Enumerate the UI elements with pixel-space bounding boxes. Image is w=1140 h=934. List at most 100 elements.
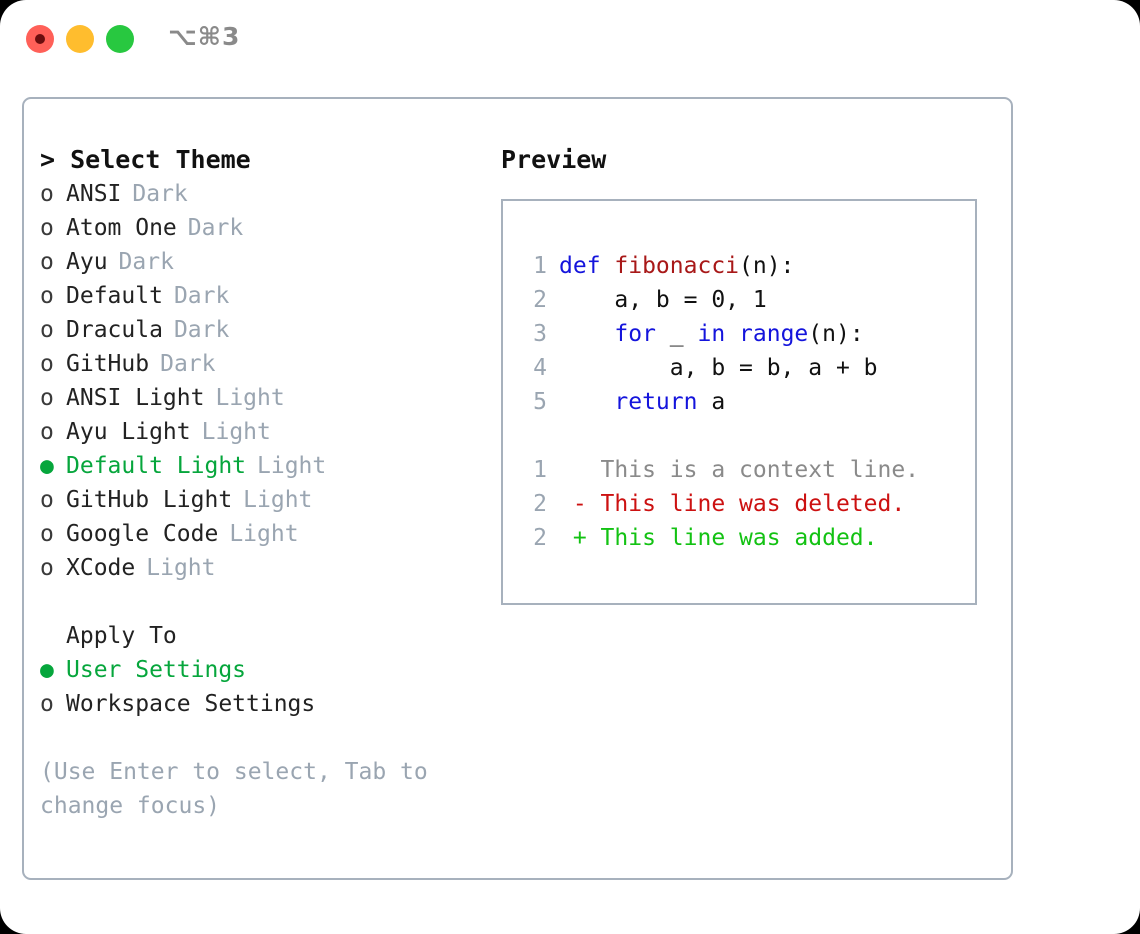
apply-to-option[interactable]: ● User Settings — [40, 653, 490, 687]
code-line: 2 a, b = 0, 1 — [513, 283, 969, 317]
diff-text: This is a context line. — [559, 457, 920, 483]
theme-name: Ayu — [66, 249, 108, 275]
radio-unselected-icon[interactable]: o — [40, 419, 54, 445]
apply-to-option[interactable]: o Workspace Settings — [40, 687, 490, 721]
theme-category-label: Dark — [173, 283, 230, 309]
line-number: 5 — [533, 389, 547, 415]
radio-selected-icon[interactable]: ● — [40, 453, 54, 479]
code-token: return — [614, 389, 698, 415]
theme-category-label: Light — [229, 521, 299, 547]
maximize-button[interactable] — [106, 25, 134, 53]
code-line: 3 for _ in range(n): — [513, 317, 969, 351]
theme-list-item[interactable]: o Google Code Light — [40, 517, 490, 551]
theme-category-label: Dark — [160, 351, 216, 377]
theme-category-label: Dark — [118, 249, 174, 275]
theme-category-label: Light — [243, 487, 313, 513]
theme-name: XCode — [66, 555, 136, 581]
line-number: 4 — [533, 355, 547, 381]
code-token: (n): — [808, 321, 864, 347]
radio-unselected-icon[interactable]: o — [40, 283, 54, 309]
diff-text: + This line was added. — [559, 525, 878, 551]
code-token: fibonacci — [614, 253, 740, 279]
section-spacer — [40, 585, 490, 619]
theme-name: GitHub — [66, 351, 150, 377]
radio-unselected-icon[interactable]: o — [40, 317, 54, 343]
diff-spacer — [513, 419, 969, 453]
radio-unselected-icon[interactable]: o — [40, 691, 54, 717]
theme-name: Atom One — [66, 215, 177, 241]
theme-list-item[interactable]: o GitHub Dark — [40, 347, 490, 381]
theme-list-item[interactable]: o XCode Light — [40, 551, 490, 585]
radio-unselected-icon[interactable]: o — [40, 249, 54, 275]
theme-name: Dracula — [66, 317, 163, 343]
radio-unselected-icon[interactable]: o — [40, 215, 54, 241]
theme-list-item[interactable]: o Ayu Light Light — [40, 415, 490, 449]
diff-line: 2 + This line was added. — [513, 521, 969, 555]
code-token: for — [614, 321, 656, 347]
code-token: (n): — [739, 253, 795, 279]
theme-category-label: Light — [215, 385, 285, 411]
window-controls — [26, 25, 134, 53]
preview-title: Preview — [501, 145, 607, 174]
theme-name: GitHub Light — [66, 487, 233, 513]
apply-to-list[interactable]: ● User Settings o Workspace Settings — [40, 653, 490, 721]
code-token: in — [697, 321, 726, 347]
theme-name: ANSI Light — [66, 385, 205, 411]
line-number: 2 — [533, 525, 547, 551]
radio-unselected-icon[interactable]: o — [40, 487, 54, 513]
line-number: 1 — [533, 253, 547, 279]
line-number: 2 — [533, 491, 547, 517]
theme-list-item[interactable]: o Ayu Dark — [40, 245, 490, 279]
theme-list-item[interactable]: o Dracula Dark — [40, 313, 490, 347]
radio-unselected-icon[interactable]: o — [40, 351, 54, 377]
code-token: a, b = 0, 1 — [559, 287, 767, 313]
code-token — [559, 317, 614, 351]
theme-name: Default — [66, 283, 163, 309]
line-number: 2 — [533, 287, 547, 313]
apply-to-label: User Settings — [66, 657, 247, 683]
theme-list-item[interactable]: o ANSI Light Light — [40, 381, 490, 415]
theme-category-label: Dark — [173, 317, 230, 343]
code-token: a — [697, 389, 726, 415]
code-token: _ — [655, 321, 698, 347]
theme-list-item[interactable]: o GitHub Light Light — [40, 483, 490, 517]
line-number: 3 — [533, 321, 547, 347]
theme-name: ANSI — [66, 181, 122, 207]
theme-name: Default Light — [66, 453, 247, 479]
theme-category-label: Light — [257, 453, 327, 479]
minimize-button[interactable] — [66, 25, 94, 53]
apply-to-label: Workspace Settings — [66, 691, 316, 717]
radio-selected-icon[interactable]: ● — [40, 657, 54, 683]
theme-category-label: Light — [201, 419, 271, 445]
theme-list-item[interactable]: ● Default Light Light — [40, 449, 490, 483]
code-token: range — [739, 321, 809, 347]
keyboard-shortcut-label: ⌥⌘3 — [168, 22, 241, 51]
code-token — [725, 317, 739, 351]
select-theme-header: > Select Theme — [40, 145, 251, 174]
theme-list-item[interactable]: o ANSI Dark — [40, 177, 490, 211]
diff-line: 2 - This line was deleted. — [513, 487, 969, 521]
theme-category-label: Dark — [132, 181, 188, 207]
close-button[interactable] — [26, 25, 54, 53]
apply-to-header: Apply To — [66, 623, 177, 649]
theme-list-item[interactable]: o Default Dark — [40, 279, 490, 313]
radio-unselected-icon[interactable]: o — [40, 555, 54, 581]
radio-unselected-icon[interactable]: o — [40, 385, 54, 411]
code-token: def — [559, 253, 615, 279]
radio-unselected-icon[interactable]: o — [40, 181, 54, 207]
title-bar: ⌥⌘3 — [0, 0, 1140, 78]
code-line: 4 a, b = b, a + b — [513, 351, 969, 385]
theme-category-label: Light — [146, 555, 216, 581]
code-token — [559, 385, 614, 419]
theme-name: Google Code — [66, 521, 219, 547]
radio-unselected-icon[interactable]: o — [40, 521, 54, 547]
theme-name: Ayu Light — [66, 419, 191, 445]
